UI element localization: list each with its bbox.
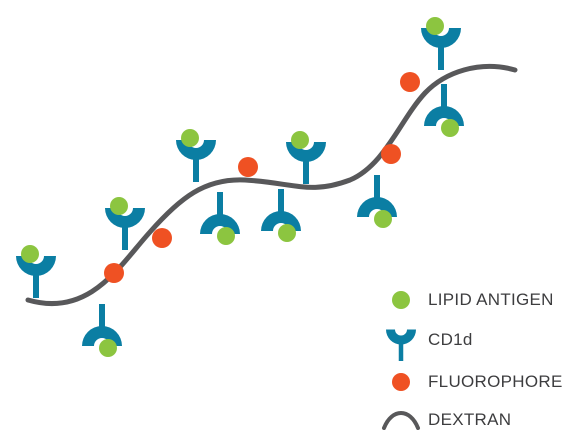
lipid-antigen xyxy=(110,197,128,215)
legend xyxy=(382,291,420,430)
cd1d-molecule xyxy=(357,175,397,228)
legend-dextran-label: DEXTRAN xyxy=(428,410,512,429)
legend-fluorophore-label: FLUOROPHORE xyxy=(428,372,563,391)
fluorophore xyxy=(381,144,401,164)
fluorophore-molecules xyxy=(104,72,420,283)
legend-cd1d-label: CD1d xyxy=(428,330,473,349)
lipid-antigen xyxy=(426,17,444,35)
lipid-antigen xyxy=(291,131,309,149)
lipid-antigen xyxy=(217,227,235,245)
lipid-antigen xyxy=(181,129,199,147)
legend-cd1d-icon xyxy=(386,329,416,361)
legend-lipid-antigen-label: LIPID ANTIGEN xyxy=(428,290,554,309)
fluorophore xyxy=(400,72,420,92)
fluorophore xyxy=(238,157,258,177)
fluorophore xyxy=(152,228,172,248)
cd1d-molecule xyxy=(286,131,326,184)
lipid-antigen xyxy=(21,245,39,263)
legend-dextran-icon xyxy=(382,411,420,430)
cd1d-molecule xyxy=(16,245,56,298)
cd1d-molecule xyxy=(82,304,122,357)
lipid-antigen xyxy=(99,339,117,357)
lipid-antigen xyxy=(441,119,459,137)
cd1d-molecule xyxy=(105,197,145,250)
lipid-antigen xyxy=(374,210,392,228)
legend-lipid-antigen-icon xyxy=(392,291,410,309)
cd1d-molecule xyxy=(424,84,464,137)
fluorophore xyxy=(104,263,124,283)
cd1d-molecule xyxy=(176,129,216,182)
cd1d-molecules xyxy=(16,17,464,357)
legend-fluorophore-icon xyxy=(392,373,410,391)
cd1d-molecule xyxy=(200,192,240,245)
cd1d-molecule xyxy=(261,189,301,242)
lipid-antigen xyxy=(278,224,296,242)
cd1d-molecule xyxy=(421,17,461,70)
dextran-backbone xyxy=(25,63,518,307)
